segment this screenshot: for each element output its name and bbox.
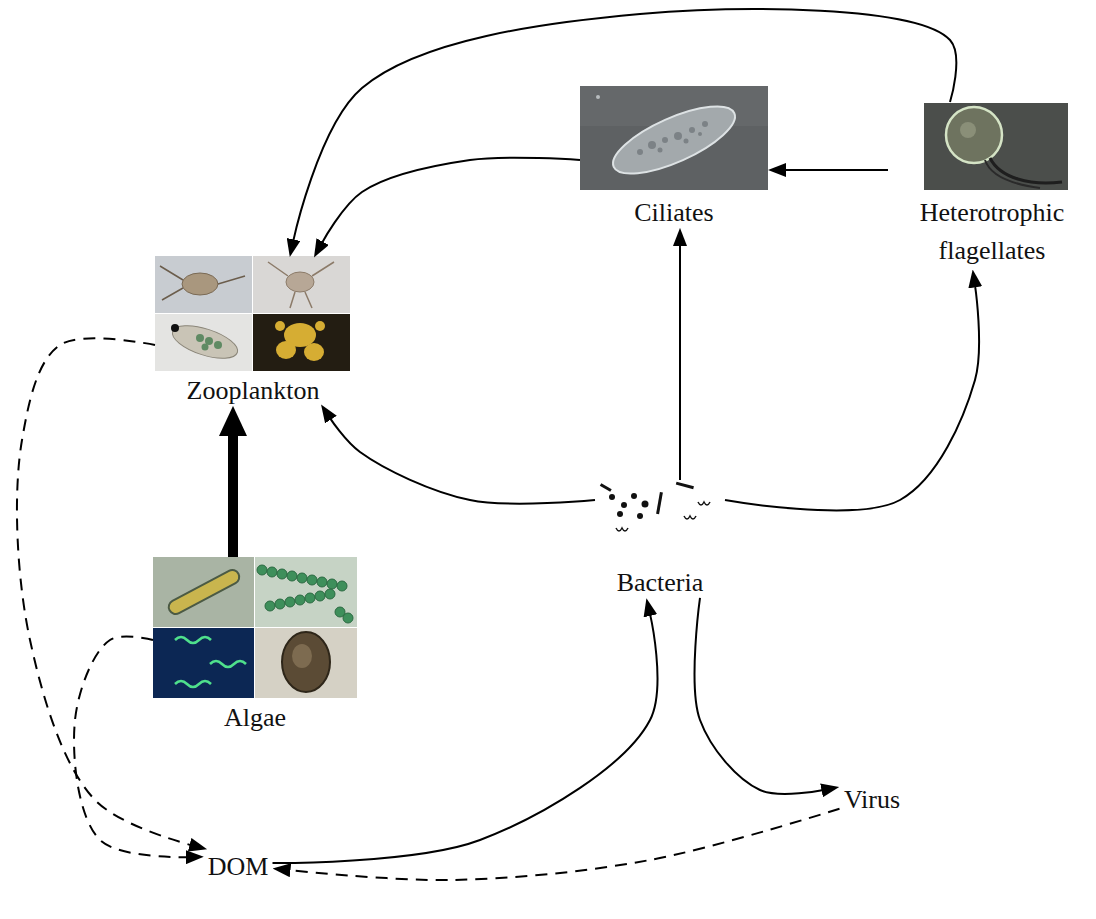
- organism-node: Bacteria: [595, 480, 725, 598]
- photo-speck: [596, 95, 600, 99]
- flow-arrow: [679, 244, 681, 480]
- organism-label: DOM: [208, 852, 269, 882]
- photo-ground: [924, 103, 1068, 190]
- organism-label: Bacteria: [617, 568, 704, 598]
- flow-arrow: [330, 418, 595, 504]
- cyanobacteria-spirals: [175, 637, 246, 687]
- rod: [656, 492, 663, 514]
- flagellate-photo: [924, 103, 1068, 190]
- organism-node: DOM: [204, 852, 273, 882]
- flow-arrow: [228, 432, 238, 557]
- daphnia-eggs: [196, 334, 222, 351]
- organism-node: Heterotrophic flagellates: [888, 102, 1096, 269]
- rotifer-shape: [275, 321, 325, 361]
- photo-tile: [155, 256, 252, 313]
- coccus: [642, 501, 649, 508]
- flow-arrow: [288, 809, 839, 880]
- flow-arrow: [695, 598, 824, 794]
- algal-filaments: [257, 565, 353, 623]
- organism-label: Zooplankton: [187, 376, 320, 406]
- photo-tile: [253, 256, 350, 313]
- ciliate-vacuoles: [637, 121, 708, 155]
- organism-node: Zooplankton: [155, 256, 351, 406]
- coccus: [637, 513, 643, 519]
- coccus: [609, 494, 615, 500]
- photo-tile: [255, 557, 357, 627]
- coccus: [621, 502, 627, 508]
- flow-arrow: [293, 9, 956, 241]
- organism-label: Heterotrophic flagellates: [892, 194, 1092, 269]
- diatom-cell: [166, 568, 241, 617]
- organism-node: Ciliates: [580, 86, 768, 228]
- daphnia-body: [169, 319, 242, 365]
- organism-node: Algae: [153, 557, 357, 733]
- flagellum: [985, 160, 1040, 188]
- spirillum: [684, 516, 696, 519]
- organism-node: Virus: [840, 785, 905, 815]
- coccus: [631, 493, 637, 499]
- bacteria-sketch: [600, 482, 710, 531]
- nauplius-legs: [268, 262, 334, 308]
- organism-label: Virus: [844, 785, 900, 815]
- flagellate-nucleus: [960, 122, 976, 138]
- cell-detail: [292, 644, 312, 668]
- photo-tile: [255, 628, 357, 698]
- daphnia-eye: [171, 324, 179, 332]
- algae-photos: [153, 557, 357, 698]
- flow-arrow: [17, 338, 192, 845]
- rod: [676, 482, 694, 490]
- flow-arrow: [322, 158, 580, 244]
- zooplankton-photos: [155, 256, 350, 371]
- photo-tile: [153, 557, 254, 627]
- ciliate-cell: [605, 93, 743, 187]
- photo-ground: [580, 86, 768, 190]
- organism-label: Algae: [224, 703, 286, 733]
- flow-arrow: [273, 614, 658, 863]
- flow-arrow: [784, 169, 888, 171]
- photo-tile: [253, 314, 350, 371]
- flow-arrow: [74, 637, 188, 858]
- photo-tile: [153, 628, 254, 698]
- ciliate-photo: [580, 86, 768, 190]
- spirillum: [616, 528, 628, 531]
- photo-tile: [155, 314, 252, 371]
- organism-label: Ciliates: [634, 198, 713, 228]
- dinoflagellate-cell: [282, 632, 330, 692]
- copepod-legs: [160, 266, 245, 300]
- flagellum: [990, 158, 1062, 183]
- nauplius-body: [286, 272, 314, 292]
- rod: [600, 483, 612, 492]
- spirillum: [698, 502, 710, 505]
- flow-arrow: [725, 285, 979, 510]
- coccus: [617, 511, 623, 517]
- flagellate-cell: [946, 107, 1002, 163]
- copepod-body: [182, 273, 218, 295]
